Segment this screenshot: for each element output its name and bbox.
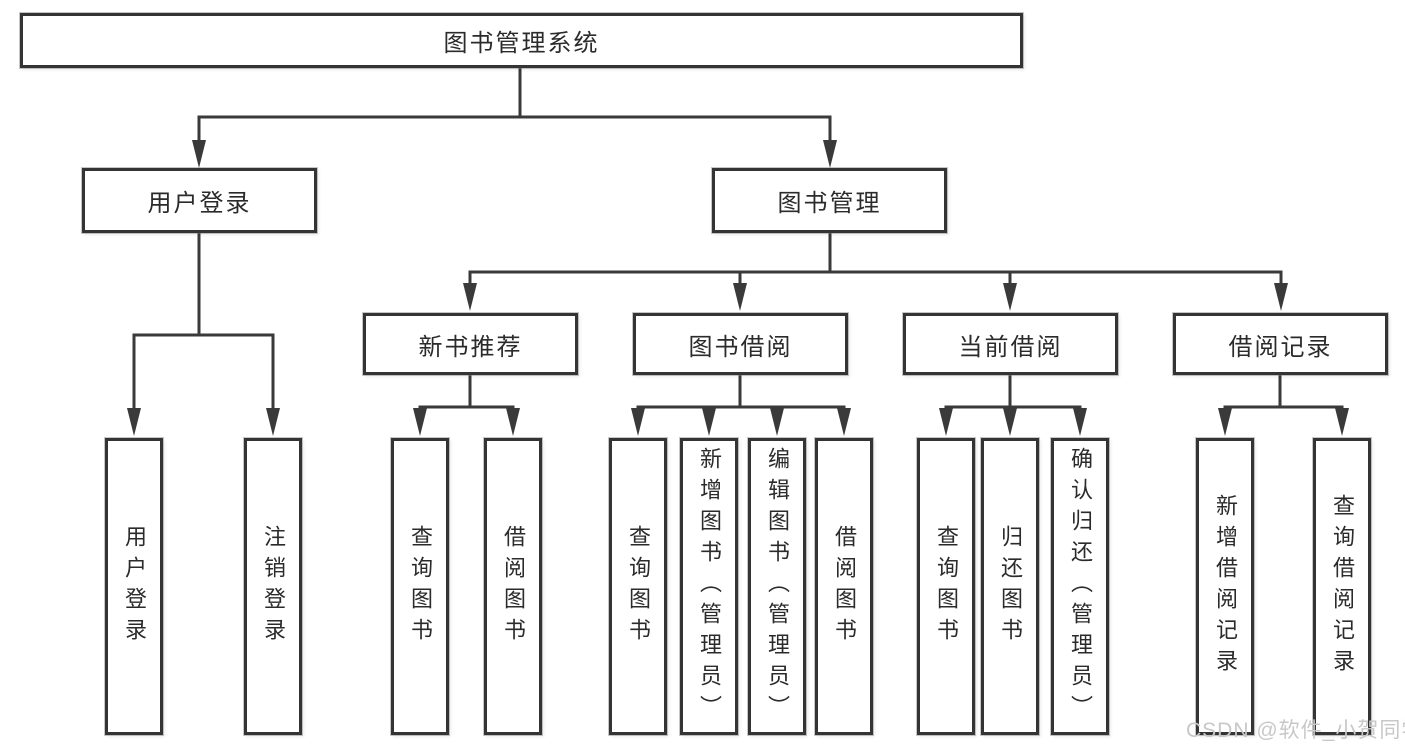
- node-leaf-cb-confirm-return: 确认归还（管理员）: [1051, 438, 1109, 735]
- csdn-watermark: CSDN @软件_小贺同学: [1186, 719, 1405, 742]
- node-current-borrow: 当前借阅: [903, 313, 1118, 375]
- node-new-book-rec: 新书推荐: [363, 313, 578, 375]
- node-leaf-bb-add-book: 新增图书（管理员）: [680, 438, 738, 735]
- node-leaf-bb-add-book-label: 新增图书（管理员）: [697, 447, 722, 726]
- node-leaf-br-query-record: 查询借阅记录: [1313, 438, 1371, 735]
- node-leaf-cb-confirm-return-label: 确认归还（管理员）: [1068, 447, 1093, 726]
- node-root: 图书管理系统: [20, 13, 1023, 68]
- node-borrow-records-label: 借阅记录: [1228, 333, 1333, 361]
- node-leaf-bb-borrow-book-label: 借阅图书: [832, 524, 857, 649]
- connector-lines: [132, 68, 1344, 409]
- node-leaf-bb-borrow-book: 借阅图书: [815, 438, 873, 735]
- node-leaf-bb-edit-book-label: 编辑图书（管理员）: [765, 447, 790, 726]
- node-leaf-cb-query-book-label: 查询图书: [934, 524, 959, 649]
- node-leaf-logout-label: 注销登录: [261, 524, 286, 649]
- node-book-mgmt-label: 图书管理: [777, 190, 882, 217]
- node-leaf-user-login-label: 用户登录: [122, 524, 147, 649]
- node-leaf-logout: 注销登录: [244, 438, 302, 735]
- node-book-borrow-label: 图书借阅: [688, 333, 793, 361]
- node-user-login-label: 用户登录: [147, 190, 252, 217]
- node-borrow-records: 借阅记录: [1173, 313, 1388, 375]
- node-book-mgmt: 图书管理: [712, 168, 947, 233]
- arrowhead-icons: [127, 140, 1349, 436]
- node-leaf-cb-return-book: 归还图书: [981, 438, 1039, 735]
- node-leaf-bb-query-book-label: 查询图书: [626, 524, 651, 649]
- node-leaf-br-query-record-label: 查询借阅记录: [1330, 493, 1355, 680]
- node-leaf-nbr-query-book: 查询图书: [391, 438, 449, 735]
- node-user-login: 用户登录: [82, 168, 317, 233]
- node-leaf-bb-query-book: 查询图书: [609, 438, 667, 735]
- node-root-label: 图书管理系统: [443, 30, 600, 57]
- node-new-book-rec-label: 新书推荐: [418, 333, 523, 361]
- node-leaf-nbr-borrow-book-label: 借阅图书: [501, 524, 526, 649]
- node-leaf-user-login: 用户登录: [105, 438, 163, 735]
- node-leaf-br-add-record: 新增借阅记录: [1196, 438, 1254, 735]
- node-leaf-cb-query-book: 查询图书: [917, 438, 975, 735]
- node-book-borrow: 图书借阅: [633, 313, 848, 375]
- node-leaf-br-add-record-label: 新增借阅记录: [1213, 493, 1238, 680]
- node-leaf-nbr-borrow-book: 借阅图书: [484, 438, 542, 735]
- node-leaf-cb-return-book-label: 归还图书: [998, 524, 1023, 649]
- node-current-borrow-label: 当前借阅: [958, 333, 1063, 361]
- node-leaf-bb-edit-book: 编辑图书（管理员）: [748, 438, 806, 735]
- node-leaf-nbr-query-book-label: 查询图书: [408, 524, 433, 649]
